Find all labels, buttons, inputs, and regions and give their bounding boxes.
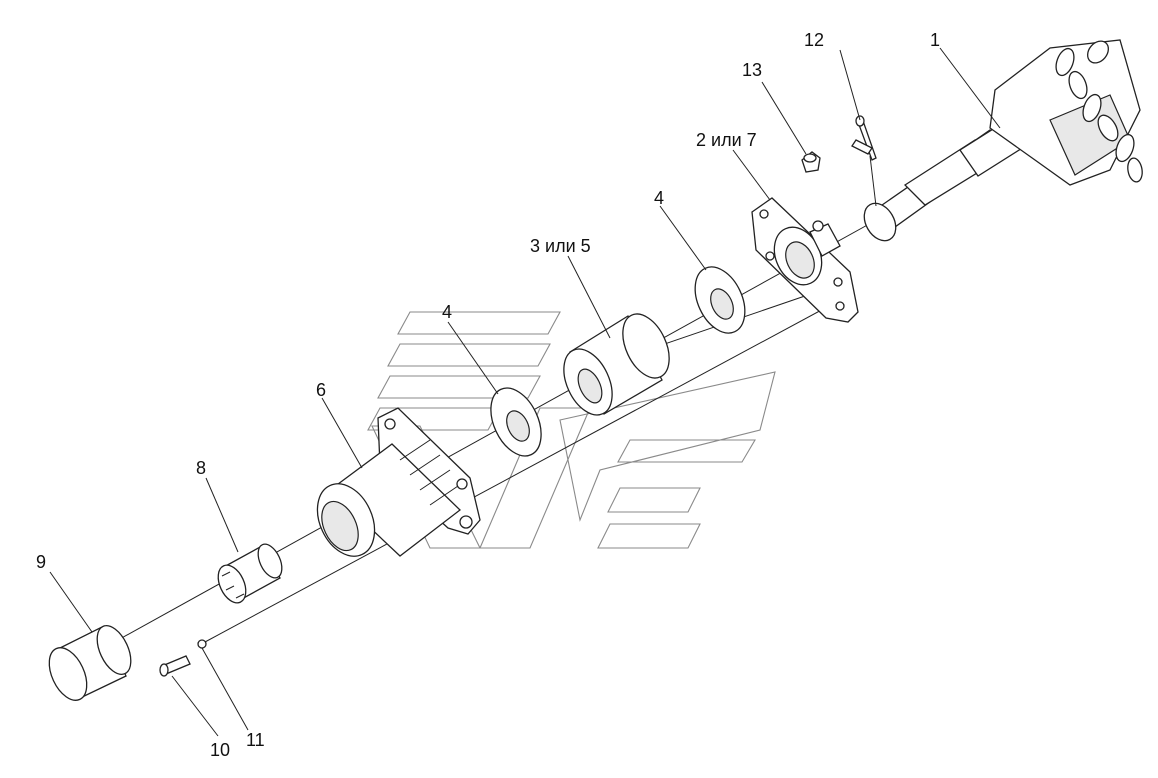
- label-part-12: 12: [804, 30, 824, 50]
- part-12-cotter-pin: [851, 115, 877, 161]
- part-8-castle-nut: [217, 543, 283, 604]
- callout-labels: 1 12 13 2 или 7 4 3 или 5 4 6 8 9 10 11: [36, 30, 940, 760]
- label-part-6: 6: [316, 380, 326, 400]
- part-3-or-5-bushing: [563, 313, 670, 416]
- label-part-10: 10: [210, 740, 230, 760]
- label-part-4-lower: 4: [442, 302, 452, 322]
- part-4-lower-washer: [490, 387, 542, 457]
- label-part-2-or-7: 2 или 7: [696, 130, 757, 150]
- part-13-grease-nipple: [801, 151, 821, 173]
- part-4-upper-washer: [694, 266, 746, 334]
- label-part-13: 13: [742, 60, 762, 80]
- chain-icon: [1055, 40, 1143, 183]
- part-1-tow-hook: [863, 39, 1143, 242]
- label-part-11: 11: [246, 730, 265, 750]
- label-part-1: 1: [930, 30, 940, 50]
- label-part-9: 9: [36, 552, 46, 572]
- part-2-or-7-flange: [751, 197, 859, 323]
- leader-lines: [49, 47, 1001, 737]
- part-10-bolt: [159, 655, 191, 677]
- label-part-3-or-5: 3 или 5: [530, 236, 591, 256]
- label-part-4-upper: 4: [654, 188, 664, 208]
- part-11-small-washer: [197, 639, 207, 649]
- part-6-housing: [316, 407, 481, 557]
- label-part-8: 8: [196, 458, 206, 478]
- part-9-cap: [48, 625, 132, 701]
